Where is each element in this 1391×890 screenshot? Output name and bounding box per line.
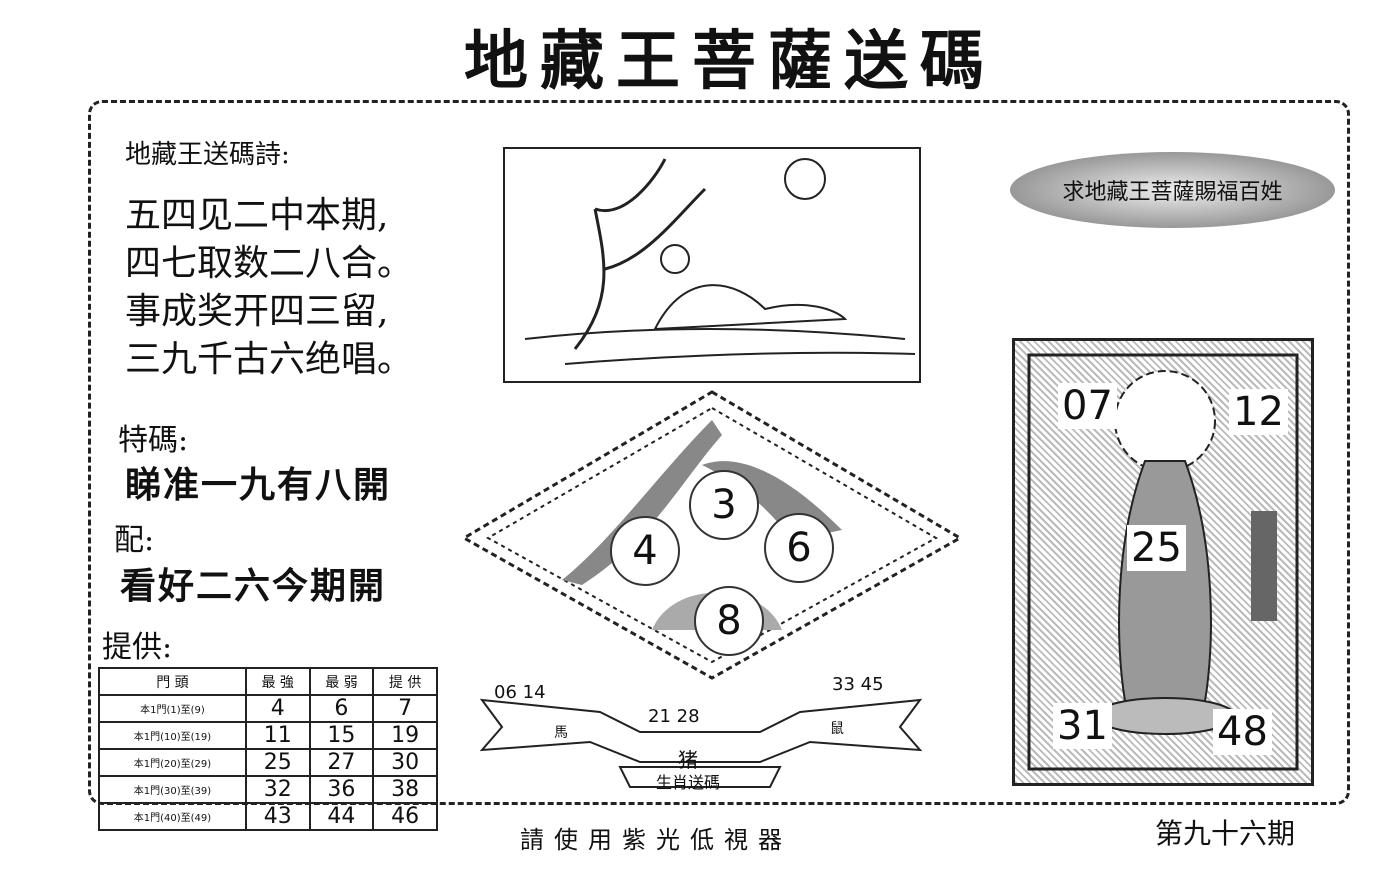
cell: 27 bbox=[308, 748, 375, 777]
cell: 38 bbox=[372, 775, 438, 804]
row-label: 本1門(20)至(29) bbox=[98, 748, 247, 777]
poem-line: 四七取数二八合。 bbox=[125, 243, 414, 284]
buddha-number: 12 bbox=[1229, 389, 1288, 435]
poem-line: 五四见二中本期, bbox=[125, 195, 389, 236]
cell: 7 bbox=[372, 694, 438, 723]
banner-left-nums: 06 14 bbox=[494, 682, 546, 703]
match-label: 配: bbox=[114, 523, 155, 558]
buddha-number: 25 bbox=[1127, 525, 1186, 571]
banner-right-zodiac: 鼠 bbox=[830, 721, 844, 737]
cell: 4 bbox=[244, 694, 311, 723]
diamond-number: 3 bbox=[689, 470, 759, 540]
table-header-row: 門 頭 最 強 最 弱 提 供 bbox=[98, 667, 438, 696]
cell: 46 bbox=[372, 802, 438, 831]
col-header: 門 頭 bbox=[98, 667, 247, 696]
diamond-panel: 3 4 6 8 bbox=[462, 390, 962, 680]
col-header: 最 強 bbox=[244, 667, 311, 696]
special-text: 睇准一九有八開 bbox=[125, 464, 392, 506]
buddha-number: 31 bbox=[1053, 703, 1112, 749]
row-label: 本1門(40)至(49) bbox=[98, 802, 247, 831]
cell: 30 bbox=[372, 748, 438, 777]
cell: 43 bbox=[244, 802, 311, 831]
issue-number: 第九十六期 bbox=[1155, 817, 1296, 850]
diamond-number: 4 bbox=[610, 516, 680, 586]
table-row: 本1門(40)至(49) 43 44 46 bbox=[98, 802, 438, 831]
row-label: 本1門(1)至(9) bbox=[98, 694, 247, 723]
col-header: 最 弱 bbox=[308, 667, 375, 696]
cell: 19 bbox=[372, 721, 438, 750]
table-row: 本1門(20)至(29) 25 27 30 bbox=[98, 748, 438, 777]
poem-heading: 地藏王送碼詩: bbox=[125, 140, 290, 170]
cell: 6 bbox=[308, 694, 375, 723]
poem-line: 事成奖开四三留, bbox=[125, 291, 389, 332]
diamond-number: 8 bbox=[694, 586, 764, 656]
special-label: 特碼: bbox=[118, 423, 189, 458]
banner-center-zodiac: 猪 bbox=[678, 748, 698, 772]
cell: 44 bbox=[308, 802, 375, 831]
slogan-oval: 求地藏王菩薩賜福百姓 bbox=[1010, 152, 1335, 228]
row-label: 本1門(30)至(39) bbox=[98, 775, 247, 804]
cell: 15 bbox=[308, 721, 375, 750]
footer-note: 請使用紫光低視器 bbox=[520, 826, 792, 854]
banner-caption: 生肖送碼 bbox=[656, 773, 721, 792]
buddha-panel: 07 12 25 31 48 bbox=[1012, 338, 1314, 786]
row-label: 本1門(10)至(19) bbox=[98, 721, 247, 750]
sketch-picture bbox=[503, 147, 921, 383]
banner-ribbon bbox=[480, 698, 923, 788]
poem-block: 五四见二中本期, 四七取数二八合。 事成奖开四三留, 三九千古六绝唱。 bbox=[125, 192, 413, 384]
match-text: 看好二六今期開 bbox=[120, 565, 387, 607]
provide-label: 提供: bbox=[102, 630, 173, 665]
buddha-number: 07 bbox=[1058, 383, 1117, 429]
buddha-number: 48 bbox=[1213, 709, 1272, 755]
cell: 25 bbox=[244, 748, 311, 777]
reclining-figure-illustration bbox=[524, 158, 916, 365]
page-title: 地藏王菩薩送碼 bbox=[464, 24, 996, 99]
poem-line: 三九千古六绝唱。 bbox=[125, 339, 414, 380]
cell: 36 bbox=[308, 775, 375, 804]
col-header: 提 供 bbox=[372, 667, 438, 696]
cell: 32 bbox=[244, 775, 311, 804]
banner-center-nums: 21 28 bbox=[648, 706, 700, 727]
banner-right-nums: 33 45 bbox=[832, 674, 884, 695]
diamond-number: 6 bbox=[764, 513, 834, 583]
table-row: 本1門(30)至(39) 32 36 38 bbox=[98, 775, 438, 804]
table-row: 本1門(1)至(9) 4 6 7 bbox=[98, 694, 438, 723]
slogan-text: 求地藏王菩薩賜福百姓 bbox=[1062, 180, 1283, 205]
table-row: 本1門(10)至(19) 11 15 19 bbox=[98, 721, 438, 750]
number-table: 門 頭 最 強 最 弱 提 供 本1門(1)至(9) 4 6 7 本1門(10)… bbox=[98, 667, 438, 831]
zodiac-banner: 06 14 21 28 33 45 馬 鼠 猪 生肖送碼 bbox=[480, 672, 925, 792]
buddha-figure bbox=[1027, 353, 1299, 771]
banner-left-zodiac: 馬 bbox=[554, 725, 568, 741]
cell: 11 bbox=[244, 721, 311, 750]
dashed-frame bbox=[88, 100, 1350, 805]
